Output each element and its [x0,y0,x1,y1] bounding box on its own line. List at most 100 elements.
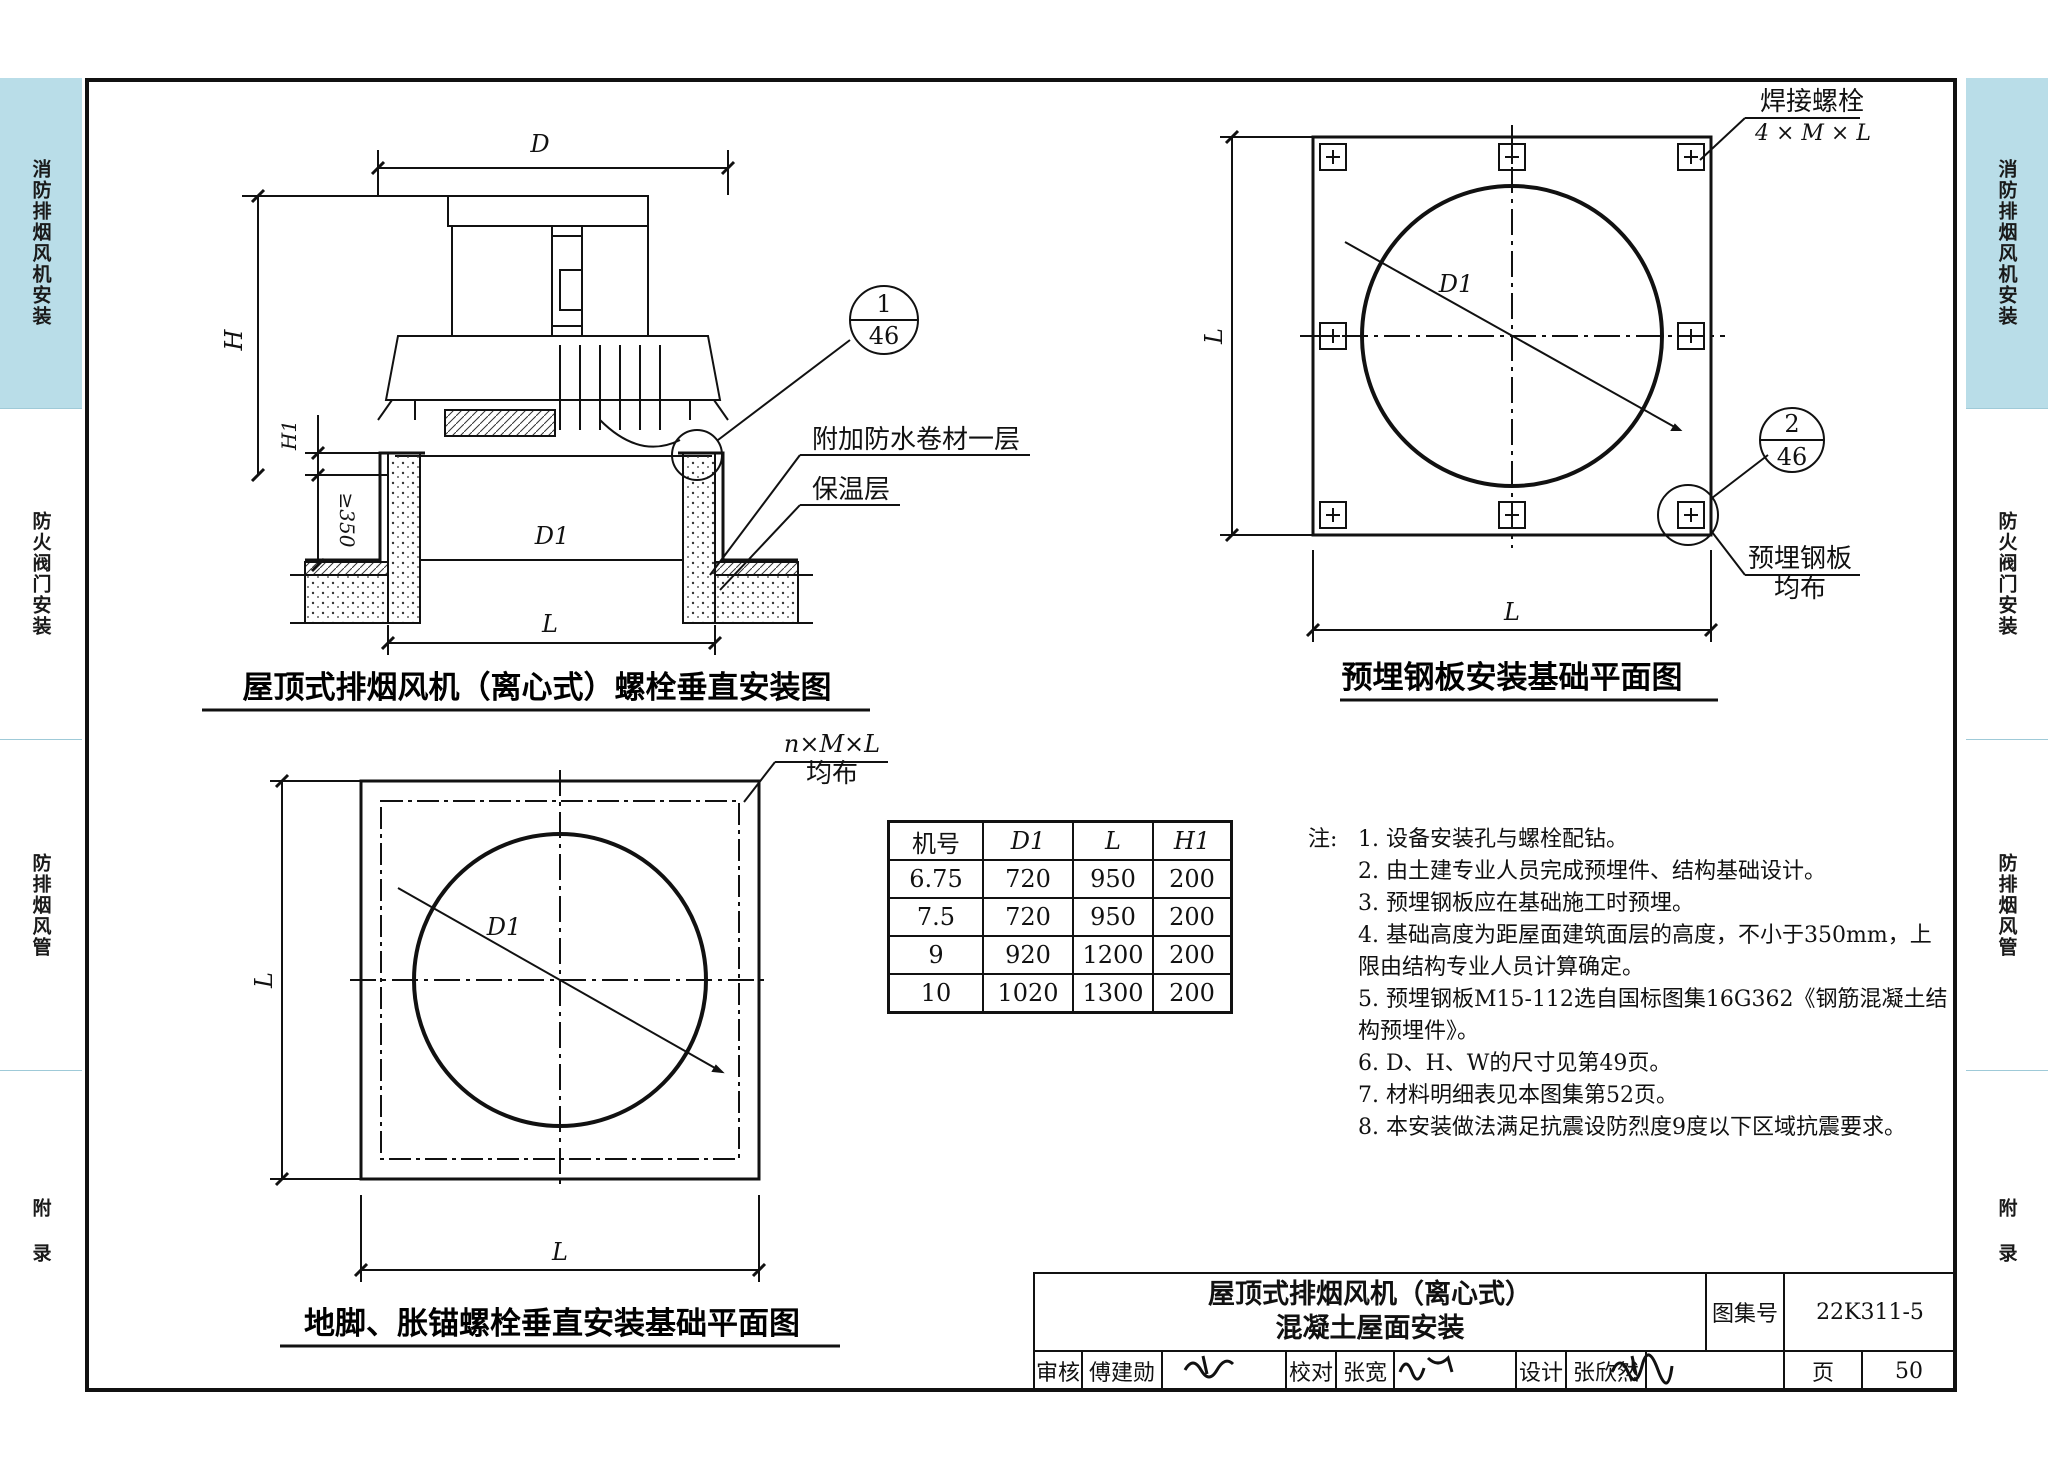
notes-prefix: 注: [1308,827,1338,852]
table-cell: 1200 [1072,935,1154,975]
note-item: 6. D、H、W的尺寸见第49页。 [1358,1051,1672,1076]
callout-2-page: 46 [1777,443,1808,471]
note-item: 4. 基础高度为距屋面建筑面层的高度，不小于350mm，上限由结构专业人员计算确… [1358,923,1932,980]
title-block: 屋顶式排烟风机（离心式） 混凝土屋面安装 图集号 22K311-5 审核 傅建勋… [1033,1272,1957,1392]
dim-l-bottom-label: L [1503,598,1520,626]
weld-bolt-spec: 4 × M × L [1754,121,1871,146]
note-item: 3. 预埋钢板应在基础施工时预埋。 [1358,891,1694,916]
dim-d1-label: D1 [534,522,570,550]
atlas-number: 22K311-5 [1783,1272,1957,1352]
side-nav-divider [1966,408,2048,409]
signature-reviewer-image [1183,1355,1235,1379]
anchor-bolt-labels: n×M×L 均布 L L D1 [250,730,880,1266]
note-item: 2. 由土建专业人员完成预埋件、结构基础设计。 [1358,859,1826,884]
drawing-sheet-frame [85,78,1957,1392]
side-nav-divider [1966,1070,2048,1071]
design-name: 张欣然 [1565,1350,1647,1392]
notes-block: 注: 1. 设备安装孔与螺栓配钻。 2. 由土建专业人员完成预埋件、结构基础设计。… [1308,824,1948,1144]
table-cell: 950 [1072,897,1154,937]
side-nav-divider [0,1070,82,1071]
drawing-title-line2: 混凝土屋面安装 [1275,1313,1465,1344]
review-label: 审核 [1033,1350,1083,1392]
check-name: 张宽 [1335,1350,1395,1392]
table-cell: 10 [887,973,984,1014]
side-nav-right-item-appendix[interactable]: 附 录 [1995,1198,2018,1264]
signature-checker-image [1398,1355,1454,1381]
embedded-plate-label: 预埋钢板 [1748,544,1852,574]
fan-elevation-labels: D H H1 ≥350 D1 L 1 46 附加防水卷材一层 保温层 [220,130,1020,638]
page-number: 50 [1861,1350,1957,1392]
side-nav-left-item-duct[interactable]: 防排烟风管 [29,852,52,958]
note-item: 1. 设备安装孔与螺栓配钻。 [1358,827,1628,852]
insulation-layer-label: 保温层 [812,475,890,505]
check-label: 校对 [1285,1350,1337,1392]
dim-l-side-label: L [1200,328,1228,345]
design-signature-cell [1645,1350,1785,1392]
waterproof-layer-label: 附加防水卷材一层 [812,425,1020,455]
drawing-title-cell: 屋顶式排烟风机（离心式） 混凝土屋面安装 [1033,1272,1707,1352]
embedded-plate-labels: 焊接螺栓 4 × M × L L L D1 2 46 预埋钢板 均布 [1200,87,1871,626]
signature-designer-image [1610,1353,1674,1385]
note-item: 8. 本安装做法满足抗震设防烈度9度以下区域抗震要求。 [1358,1115,1906,1140]
embedded-plate-plan [1220,117,1860,642]
note-item: 5. 预埋钢板M15-112选自国标图集16G362《钢筋混凝土结构预埋件》。 [1358,987,1948,1044]
table-cell: 6.75 [887,859,984,899]
side-nav-right-item-valve[interactable]: 防火阀门安装 [1995,511,2018,637]
table-header: L [1072,820,1154,861]
drawing1-title: 屋顶式排烟风机（离心式）螺栓垂直安装图 [243,670,832,706]
atlas-label-cell: 图集号 [1705,1272,1785,1352]
dim-350-label: ≥350 [335,493,359,548]
dim-d-label: D [529,130,549,158]
table-cell: 200 [1152,973,1233,1014]
table-cell: 1300 [1072,973,1154,1014]
side-nav-left-item-fan[interactable]: 消防排烟风机安装 [0,78,82,408]
side-nav-divider [0,739,82,740]
table-cell: 200 [1152,935,1233,975]
dim-h-label: H [220,328,248,351]
table-header: D1 [982,820,1074,861]
page-label: 页 [1783,1350,1863,1392]
drawing3-title: 地脚、胀锚螺栓垂直安装基础平面图 [304,1306,800,1342]
dim-h1-label: H1 [277,420,301,451]
note-item: 7. 材料明细表见本图集第52页。 [1358,1083,1678,1108]
table-cell: 7.5 [887,897,984,937]
side-nav-divider [0,408,82,409]
side-nav-right-item-fan[interactable]: 消防排烟风机安装 [1966,78,2048,408]
anchor-bolt-plan [270,761,888,1282]
design-label: 设计 [1515,1350,1567,1392]
dim-d1-label: D1 [486,913,522,941]
dim-l-side-label: L [250,972,278,989]
side-nav-right-item-duct[interactable]: 防排烟风管 [1995,852,2018,958]
weld-bolt-label: 焊接螺栓 [1760,87,1864,117]
callout-1-number: 1 [876,290,891,318]
check-signature-cell [1393,1350,1517,1392]
table-cell: 1020 [982,973,1074,1014]
dim-l-bottom-label: L [551,1238,568,1266]
table-header-row: 机号 D1 L H1 [887,820,1233,861]
table-cell: 720 [982,897,1074,937]
review-signature-cell [1161,1350,1287,1392]
table-cell: 9 [887,935,984,975]
table-header: H1 [1152,820,1233,861]
fan-elevation-drawing [242,150,1030,655]
anchor-spec-label-2: 均布 [806,759,858,789]
embedded-plate-label-2: 均布 [1774,574,1826,604]
table-cell: 950 [1072,859,1154,899]
anchor-spec-label: n×M×L [784,730,880,758]
side-nav-left-item-valve[interactable]: 防火阀门安装 [29,511,52,637]
drawing-title-line1: 屋顶式排烟风机（离心式） [1208,1279,1532,1310]
table-cell: 720 [982,859,1074,899]
drawing2-title: 预埋钢板安装基础平面图 [1342,660,1683,696]
table-cell: 200 [1152,859,1233,899]
side-nav-left-item-appendix[interactable]: 附 录 [29,1198,52,1264]
callout-1-page: 46 [869,322,900,350]
table-header: 机号 [887,820,984,861]
review-name: 傅建勋 [1081,1350,1163,1392]
dim-d1-label: D1 [1438,270,1474,298]
side-nav-divider [1966,739,2048,740]
